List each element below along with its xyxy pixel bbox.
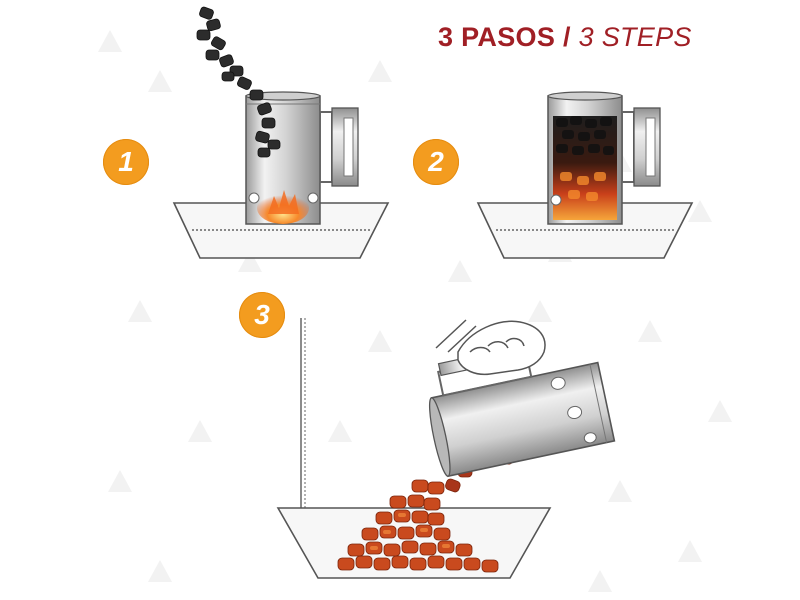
title-separator: / bbox=[562, 22, 571, 52]
step-1-falling-charcoal bbox=[196, 6, 281, 158]
step-3-tilted-chimney bbox=[428, 345, 616, 478]
step-2-badge: 2 bbox=[413, 139, 459, 185]
step-2-chimney-starter bbox=[547, 91, 661, 225]
step-1-chimney-starter bbox=[245, 91, 359, 225]
step-1-badge: 1 bbox=[103, 139, 149, 185]
step-3-hand-icon bbox=[435, 319, 546, 376]
title-spanish: 3 PASOS bbox=[438, 22, 556, 52]
page-title: 3 PASOS / 3 STEPS bbox=[438, 22, 692, 53]
step-2-illustration bbox=[476, 91, 694, 259]
step-3-grate-rod bbox=[300, 318, 306, 530]
step-3-illustration bbox=[276, 318, 616, 579]
step-1-illustration bbox=[172, 6, 390, 259]
step-3-hot-coal-pile bbox=[337, 450, 515, 573]
step-3-badge: 3 bbox=[239, 292, 285, 338]
title-english: 3 STEPS bbox=[578, 22, 692, 52]
